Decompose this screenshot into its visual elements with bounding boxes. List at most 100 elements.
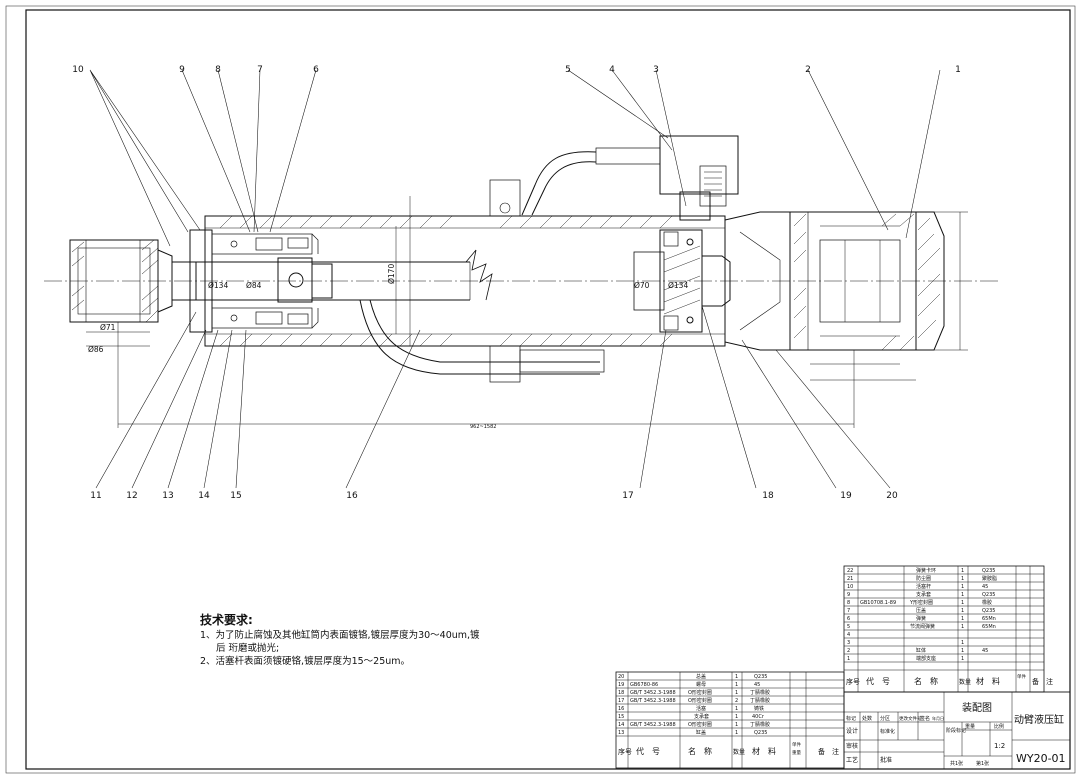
bom-upper-mat-7: Q235 bbox=[982, 608, 995, 614]
hdr-unit-wt-lower: 单件 bbox=[792, 741, 801, 748]
callout-13: 13 bbox=[162, 491, 173, 501]
bom-lower-no-14: 14 bbox=[618, 722, 624, 728]
tb-date: 年月日 bbox=[932, 715, 944, 721]
product-name: 动臂液压缸 bbox=[1014, 713, 1064, 726]
tb-process: 工艺 bbox=[846, 756, 858, 764]
inner-border bbox=[25, 9, 1071, 770]
bom-upper-mat-6: 65Mn bbox=[982, 616, 996, 622]
bom-upper-mat-5: 65Mn bbox=[982, 624, 996, 630]
bom-upper-name-10: 活塞杆 bbox=[916, 583, 931, 590]
bom-lower-name-17: O形密封圈 bbox=[688, 697, 712, 704]
bom-lower-qty-18: 1 bbox=[735, 690, 738, 696]
dim-d134-left: Ø134 bbox=[208, 281, 228, 290]
hatch-piston bbox=[663, 245, 701, 315]
tb-approve: 批准 bbox=[880, 756, 892, 764]
callout-10: 10 bbox=[72, 65, 84, 75]
bom-upper-no-9: 9 bbox=[847, 592, 850, 598]
bom-lower-name-20: 总盖 bbox=[696, 673, 706, 680]
callout-14: 14 bbox=[198, 491, 210, 501]
hdr-weight-lower: 重量 bbox=[792, 749, 801, 756]
technical-requirements: 技术要求: 1、为了防止腐蚀及其他缸筒内表面镀铬,镀层厚度为30～40um,镀 … bbox=[200, 614, 480, 668]
tb-review: 审核 bbox=[846, 742, 858, 750]
bom-upper-no-5: 5 bbox=[847, 624, 850, 630]
bom-upper-mat-2: 45 bbox=[982, 648, 988, 654]
bom-upper-qty-8: 1 bbox=[961, 600, 964, 606]
title-block-grid bbox=[843, 691, 1071, 770]
dim-overall: 962~1582 bbox=[470, 424, 496, 430]
bom-lower-mat-19: 45 bbox=[754, 682, 760, 688]
hdr-name-lower: 名 称 bbox=[688, 746, 712, 756]
drawing-number: WY20-01 bbox=[1016, 752, 1066, 765]
bom-lower-header: 序号 代 号 名 称 数量 材 料 单件 重量 备 注 bbox=[618, 741, 839, 756]
bom-lower-text: 20 总盖 1 Q235 19 GB6780-86 螺母 1 45 18 GB/… bbox=[618, 673, 770, 736]
bom-upper-qty-1: 1 bbox=[961, 656, 964, 662]
bom-lower-mat-13: Q235 bbox=[754, 730, 767, 736]
bom-lower-qty-17: 2 bbox=[735, 698, 738, 704]
hdr-remark-upper: 备 注 bbox=[1032, 677, 1053, 686]
bom-upper-name-1: 端部支座 bbox=[916, 655, 936, 662]
callout-11: 11 bbox=[90, 491, 101, 501]
tb-mark: 标记 bbox=[846, 715, 856, 722]
callout-20: 20 bbox=[886, 491, 898, 501]
bom-lower-name-18: O形密封圈 bbox=[688, 689, 712, 696]
bom-lower-mat-17: 丁腈橡胶 bbox=[750, 697, 770, 704]
bom-upper-no-10: 10 bbox=[847, 584, 853, 590]
bom-upper-qty-10: 1 bbox=[961, 584, 964, 590]
bom-upper-no-22: 22 bbox=[847, 568, 853, 574]
bom-lower-mat-16: 铸铁 bbox=[754, 705, 764, 712]
hdr-code-upper: 代 号 bbox=[866, 676, 890, 686]
tb-change-doc: 更改文件号 bbox=[899, 715, 922, 722]
dim-d71: Ø71 bbox=[100, 323, 116, 332]
bom-lower-table bbox=[615, 671, 845, 769]
callout-9: 9 bbox=[179, 65, 185, 75]
bom-lower-mat-20: Q235 bbox=[754, 674, 767, 680]
bom-lower-qty-15: 1 bbox=[735, 714, 738, 720]
callout-19: 19 bbox=[840, 491, 852, 501]
dimension-lines bbox=[86, 211, 968, 428]
bom-upper-no-6: 6 bbox=[847, 616, 850, 622]
callout-18: 18 bbox=[762, 491, 774, 501]
bom-lower-qty-19: 1 bbox=[735, 682, 738, 688]
callout-6: 6 bbox=[313, 65, 319, 75]
bom-upper-qty-5: 1 bbox=[961, 624, 964, 630]
bom-upper-no-4: 4 bbox=[847, 632, 850, 638]
tb-weight: 重量 bbox=[965, 723, 975, 730]
bom-upper-text: 22 弹簧卡环 1 Q235 21 防尘圈 1 聚胺脂 10 活塞杆 1 45 … bbox=[847, 567, 997, 662]
seal-pack bbox=[230, 233, 319, 329]
tb-design: 设计 bbox=[846, 727, 858, 735]
bom-upper-qty-3: 1 bbox=[961, 640, 964, 646]
hdr-remark-lower: 备 注 bbox=[818, 747, 839, 756]
bom-lower-qty-20: 1 bbox=[735, 674, 738, 680]
bom-lower-qty-16: 1 bbox=[735, 706, 738, 712]
bom-upper-qty-2: 1 bbox=[961, 648, 964, 654]
bom-upper-code-8: GB10708.1-89 bbox=[860, 600, 896, 606]
callout-15: 15 bbox=[230, 491, 241, 501]
bom-upper-name-2: 缸体 bbox=[916, 647, 926, 654]
tb-count: 处数 bbox=[862, 715, 872, 722]
tech-req-line-3: 2、活塞杆表面须镀硬铬,镀层厚度为15～25um。 bbox=[200, 656, 411, 667]
callout-8: 8 bbox=[215, 65, 221, 75]
dim-d84: Ø84 bbox=[246, 281, 262, 290]
hdr-seq-lower: 序号 bbox=[618, 747, 632, 756]
title-block-text: 装配图 动臂液压缸 WY20-01 1:2 标记 处数 分区 更改文件号 签名 … bbox=[846, 701, 1066, 767]
bom-lower-code-19: GB6780-86 bbox=[630, 682, 658, 688]
hdr-seq-upper: 序号 bbox=[846, 677, 860, 686]
dim-d70: Ø70 bbox=[634, 281, 650, 290]
hdr-qty-lower: 数量 bbox=[733, 748, 745, 756]
bom-upper-no-8: 8 bbox=[847, 600, 850, 606]
bom-lower-no-20: 20 bbox=[618, 674, 624, 680]
tech-req-line-2: 后 珩磨或抛光; bbox=[216, 643, 280, 654]
bom-upper-no-7: 7 bbox=[847, 608, 850, 614]
bom-lower-no-13: 13 bbox=[618, 730, 624, 736]
bom-lower-qty-14: 1 bbox=[735, 722, 738, 728]
tb-stage: 阶段标记 bbox=[946, 727, 966, 734]
leader-lines bbox=[89, 69, 941, 489]
bom-upper-no-1: 1 bbox=[847, 656, 850, 662]
bom-upper-header: 序号 代 号 名 称 数量 材 料 单件 备 注 bbox=[846, 673, 1053, 686]
hatch-clevis bbox=[793, 213, 941, 351]
dim-d86: Ø86 bbox=[88, 345, 104, 354]
callout-3: 3 bbox=[653, 65, 659, 75]
callout-1: 1 bbox=[955, 65, 961, 75]
bom-lower-qty-13: 1 bbox=[735, 730, 738, 736]
bom-upper-name-21: 防尘圈 bbox=[916, 575, 931, 582]
